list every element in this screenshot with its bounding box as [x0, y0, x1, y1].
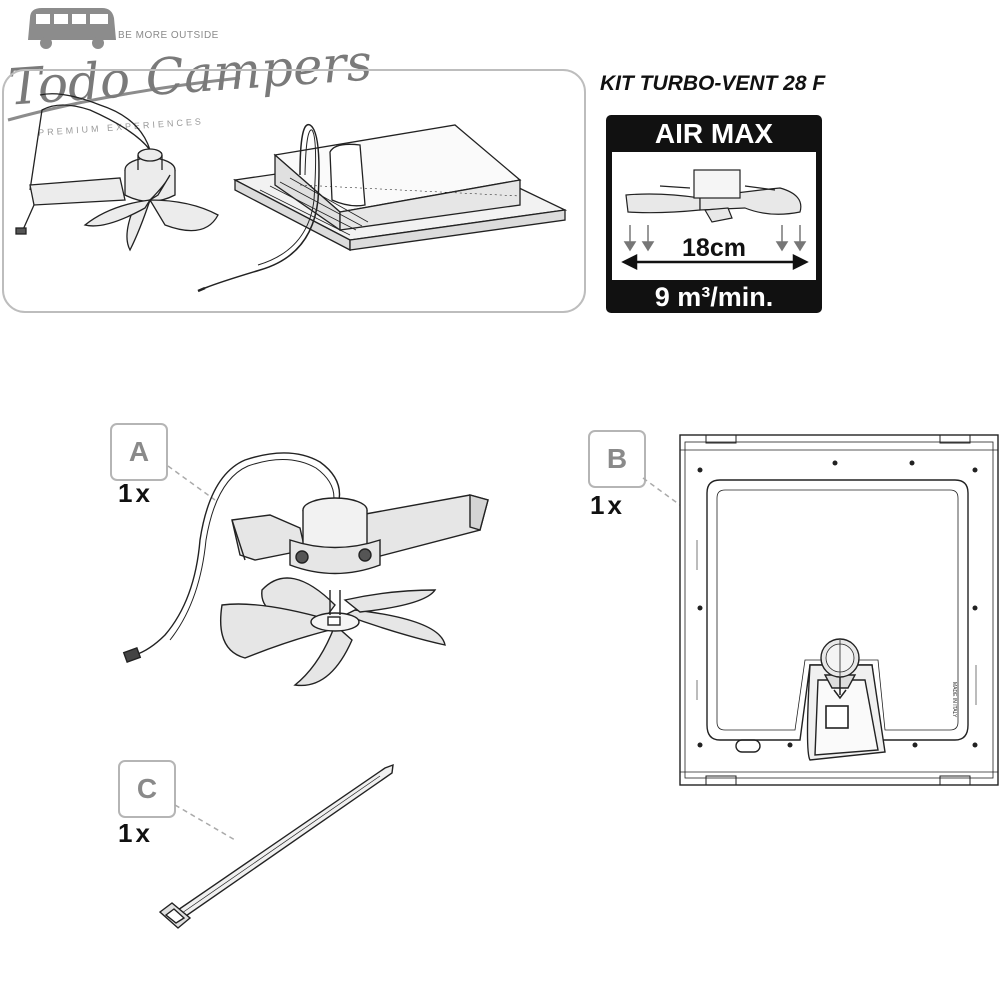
part-b-quantity: 1x: [590, 490, 625, 520]
kit-title: KIT TURBO-VENT 28 F: [600, 72, 826, 95]
assembled-fan: [15, 93, 219, 252]
part-c-letter: C: [118, 760, 176, 818]
badge-dimension: 18cm: [682, 234, 746, 262]
part-a-letter: A: [110, 423, 168, 481]
badge-flow: 9 m³/min.: [654, 282, 774, 312]
badge-header: AIR MAX: [654, 118, 774, 149]
logo-tagline: BE MORE OUTSIDE: [118, 30, 219, 41]
part-b-letter: B: [588, 430, 646, 488]
part-a-quantity: 1x: [118, 478, 153, 508]
part-c-quantity: 1x: [118, 818, 153, 848]
assembled-vent-base: [197, 123, 568, 293]
